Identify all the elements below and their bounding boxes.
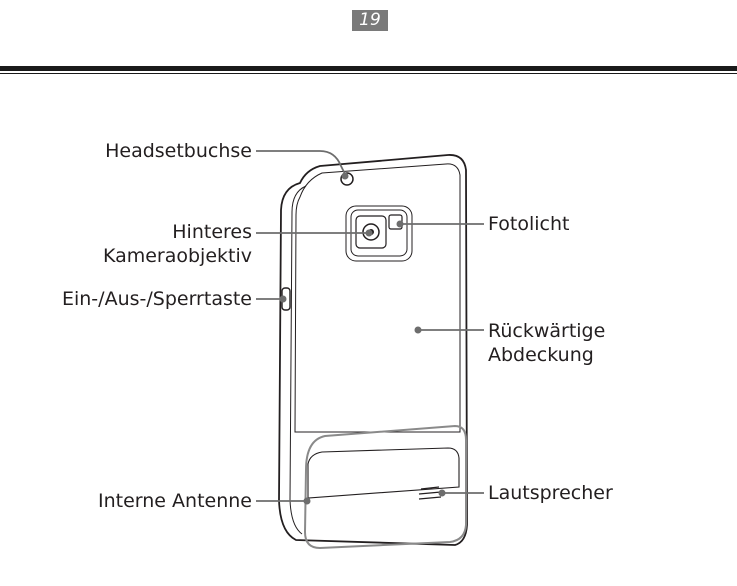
lower-cover xyxy=(307,447,460,499)
phone-body-inner-edge xyxy=(289,185,307,535)
camera-lens-frame xyxy=(355,215,387,249)
speaker-grille xyxy=(418,486,442,500)
label-rear-camera-line2: Kameraobjektiv xyxy=(102,245,252,267)
phone-back-panel xyxy=(294,163,461,433)
leader-dot-power-key xyxy=(279,295,287,303)
label-back-cover: Rückwärtige Abdeckung xyxy=(488,319,605,367)
leader-dot-internal-antenna xyxy=(303,497,311,505)
label-flash: Fotolicht xyxy=(488,213,570,235)
label-internal-antenna: Interne Antenne xyxy=(98,490,252,512)
header-rule-thick xyxy=(0,66,737,71)
label-back-cover-line2: Abdeckung xyxy=(488,344,594,366)
label-headset-jack: Headsetbuchse xyxy=(105,140,252,162)
leader-headset xyxy=(256,150,346,175)
label-speaker: Lautsprecher xyxy=(488,482,613,504)
leader-dot-flash xyxy=(396,220,404,228)
header-rule-thin xyxy=(0,73,737,74)
antenna-highlight-outline xyxy=(303,424,467,550)
leader-dot-speaker xyxy=(438,489,446,497)
page-number: 19 xyxy=(352,10,388,31)
leader-dot-rear-camera xyxy=(365,229,373,237)
label-power-key: Ein-/Aus-/Sperrtaste xyxy=(61,288,252,310)
leader-dot-back-cover xyxy=(414,326,422,334)
label-back-cover-line1: Rückwärtige xyxy=(488,320,606,342)
leader-dot-headset xyxy=(341,172,349,180)
phone-body-outline xyxy=(278,154,468,546)
label-rear-camera-line1: Hinteres xyxy=(172,221,252,243)
label-rear-camera: Hinteres Kameraobjektiv xyxy=(103,220,252,268)
